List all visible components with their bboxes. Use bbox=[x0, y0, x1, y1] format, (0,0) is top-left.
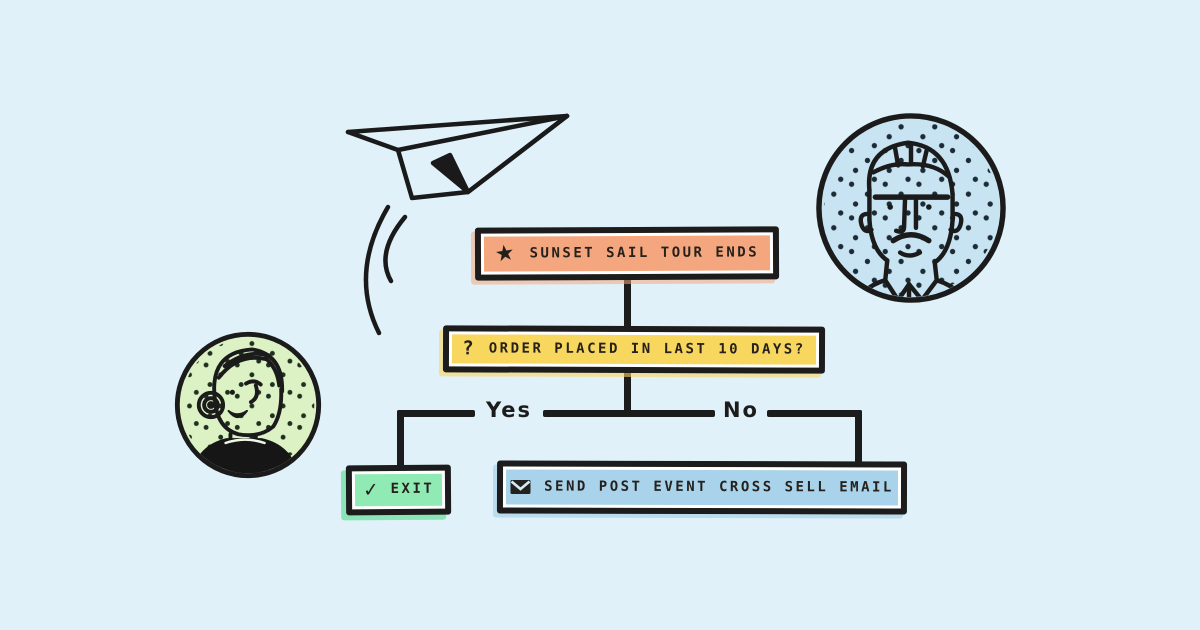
connector-trigger-to-condition bbox=[624, 278, 631, 330]
connector-no-to-email bbox=[855, 410, 862, 464]
branch-no-label: No bbox=[722, 398, 759, 422]
branch-line-right bbox=[767, 410, 862, 417]
email-node: SEND POST EVENT CROSS SELL EMAIL bbox=[496, 460, 908, 515]
paper-plane-icon bbox=[345, 113, 570, 336]
condition-node-body: ? ORDER PLACED IN LAST 10 DAYS? bbox=[451, 334, 817, 365]
check-icon: ✓ bbox=[361, 478, 380, 502]
connector-yes-to-exit bbox=[397, 410, 404, 468]
branch-line-middle bbox=[543, 410, 715, 417]
condition-node: ? ORDER PLACED IN LAST 10 DAYS? bbox=[442, 325, 826, 374]
woman-avatar bbox=[174, 331, 322, 479]
trigger-label: SUNSET SAIL TOUR ENDS bbox=[529, 243, 760, 261]
branch-yes-label: Yes bbox=[485, 398, 533, 422]
exit-label: EXIT bbox=[390, 480, 435, 498]
email-node-body: SEND POST EVENT CROSS SELL EMAIL bbox=[505, 469, 899, 506]
connector-condition-to-branch bbox=[624, 371, 631, 415]
question-icon: ? bbox=[462, 337, 474, 360]
trigger-node: ★ SUNSET SAIL TOUR ENDS bbox=[474, 226, 780, 281]
exit-node: ✓ EXIT bbox=[345, 464, 452, 516]
man-avatar bbox=[816, 113, 1006, 303]
condition-label: ORDER PLACED IN LAST 10 DAYS? bbox=[488, 339, 806, 358]
exit-node-body: ✓ EXIT bbox=[354, 473, 443, 507]
email-label: SEND POST EVENT CROSS SELL EMAIL bbox=[544, 478, 894, 496]
branch-line-left bbox=[397, 410, 475, 417]
envelope-icon bbox=[510, 480, 531, 495]
trigger-node-body: ★ SUNSET SAIL TOUR ENDS bbox=[483, 235, 771, 272]
star-icon: ★ bbox=[493, 239, 517, 268]
